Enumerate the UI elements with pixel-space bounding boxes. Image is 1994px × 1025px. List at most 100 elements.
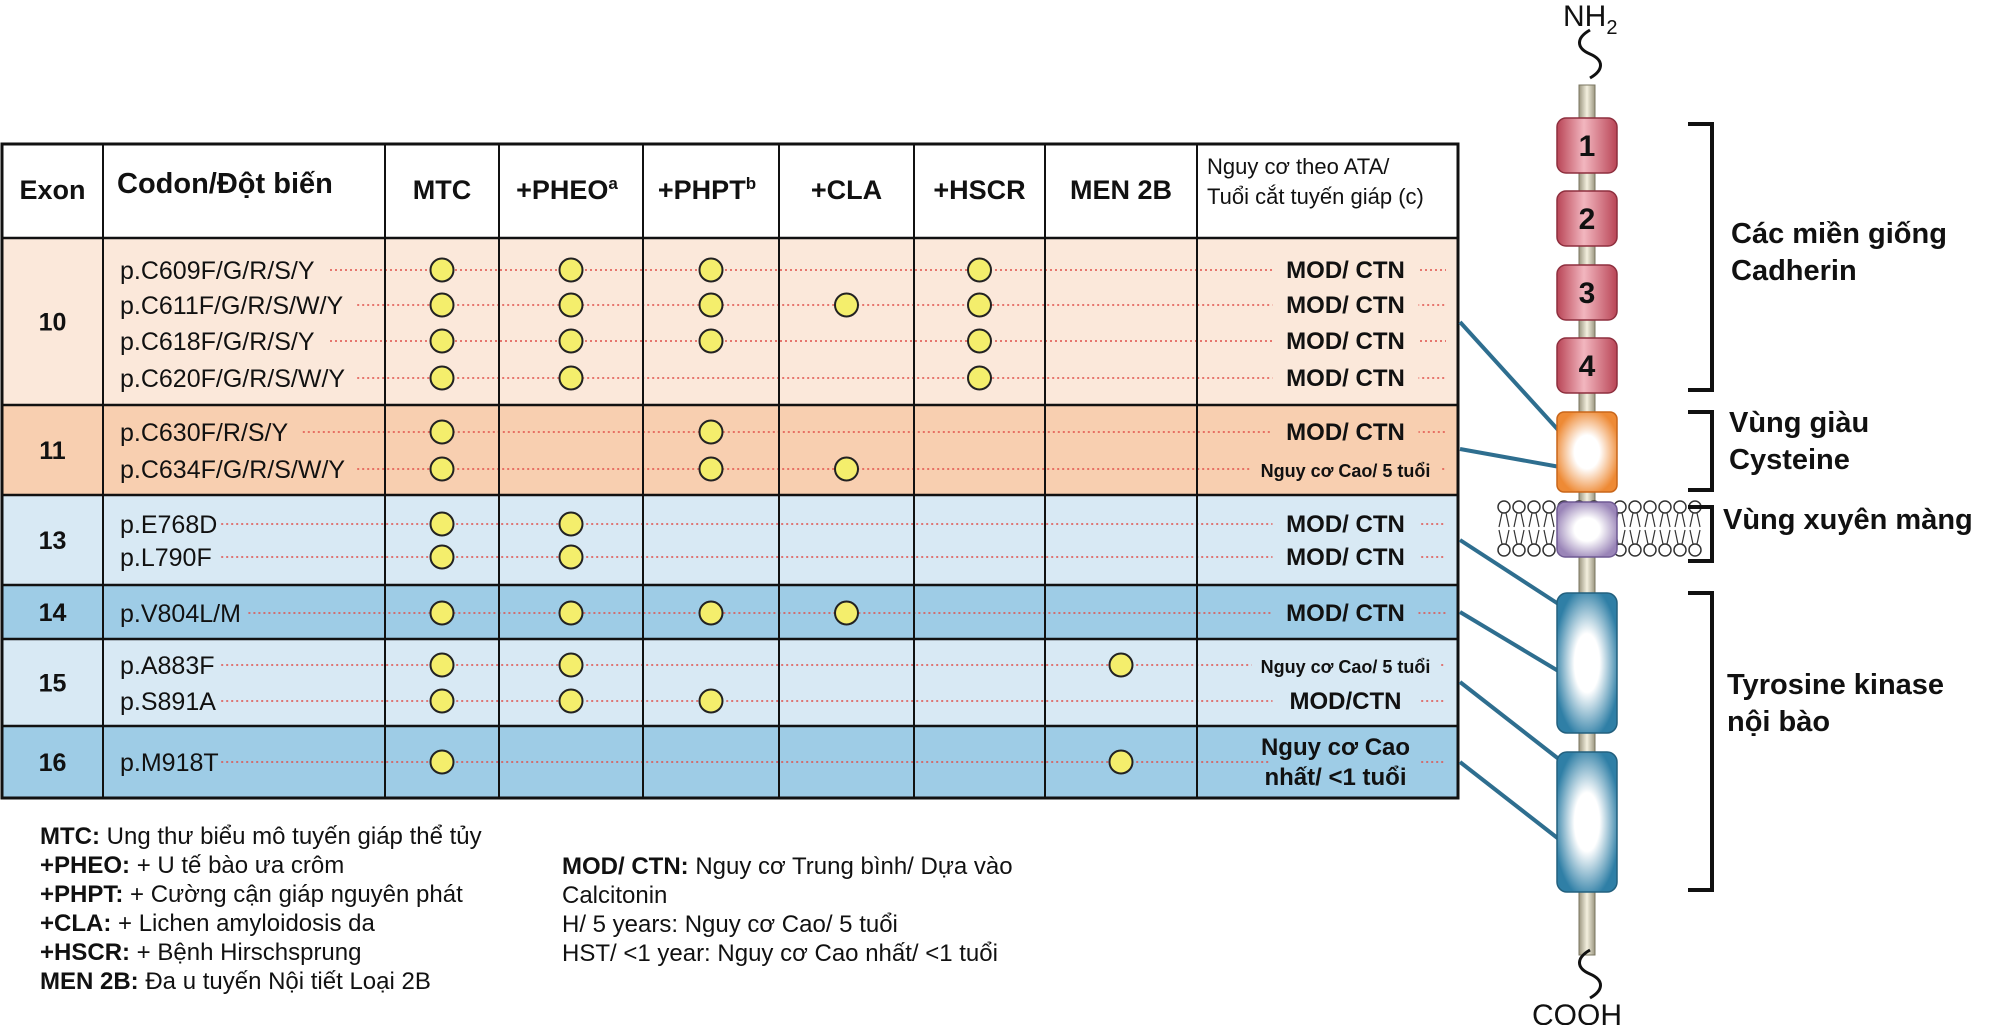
header-cla: +CLA <box>811 175 882 205</box>
domain-connector <box>1459 447 1561 469</box>
risk-label: MOD/CTN <box>1290 688 1402 715</box>
phenotype-dot <box>698 688 724 714</box>
legend-key: +CLA: <box>40 910 112 937</box>
lipid-head <box>1497 543 1511 557</box>
legend-item: +CLA: + Lichen amyloidosis da <box>40 909 482 938</box>
risk-label: Nguy cơ Cao <box>1261 734 1410 761</box>
codon-label: p.V804L/M <box>120 600 241 628</box>
codon-label: p.A883F <box>120 652 215 680</box>
phenotype-dot <box>558 292 584 318</box>
n-term-squiggle <box>1578 28 1602 80</box>
domain-connector <box>1458 680 1562 762</box>
cadherin-domain-1 <box>1556 117 1618 174</box>
cysteine-rich-domain <box>1556 411 1618 493</box>
phenotype-dot <box>429 365 455 391</box>
lipid-tail <box>1513 529 1525 545</box>
cadherin-domain-3 <box>1556 264 1618 321</box>
lipid-head <box>1673 543 1687 557</box>
header-codon: Codon/Đột biến <box>117 168 333 200</box>
lipid-tail <box>1543 529 1555 545</box>
lipid-tail <box>1644 529 1656 545</box>
phenotype-dot <box>558 511 584 537</box>
phenotype-dot <box>834 292 859 318</box>
kinase-region-label: Tyrosine kinase <box>1727 669 1944 701</box>
lipid-tail <box>1674 512 1686 528</box>
phenotype-dot <box>967 292 992 318</box>
phenotype-dot <box>429 419 455 445</box>
lipid-head <box>1512 500 1526 514</box>
exon-label-15: 15 <box>39 670 67 698</box>
legend-text: + Lichen amyloidosis da <box>111 910 375 937</box>
codon-label: p.C620F/G/R/S/W/Y <box>120 365 345 393</box>
legend-key: MEN 2B: <box>40 968 139 995</box>
lipid-tail <box>1513 512 1525 528</box>
lipid-tail <box>1629 529 1641 545</box>
cadherin-domain-4 <box>1556 337 1618 394</box>
codon-label: p.C634F/G/R/S/W/Y <box>120 456 345 484</box>
lipid-head <box>1673 500 1687 514</box>
legend-text: + Bệnh Hirschsprung <box>130 939 362 966</box>
domain-connector <box>1458 320 1562 434</box>
risk-bg <box>1272 327 1419 355</box>
legend-key: +HSCR: <box>40 939 131 966</box>
phenotype-dot <box>429 456 455 482</box>
risk-label: MOD/ CTN <box>1286 419 1405 446</box>
legend-key: MTC: <box>40 823 100 850</box>
lipid-head <box>1628 543 1642 557</box>
risk-bg <box>1272 543 1419 571</box>
phenotype-dot <box>698 257 724 283</box>
c-terminus-label: COOH <box>1532 999 1622 1025</box>
lipid-tail <box>1659 529 1671 545</box>
codon-label: p.L790F <box>120 544 212 572</box>
abbreviation-legend: MTC: Ung thư biểu mô tuyến giáp thể tủy+… <box>40 822 482 996</box>
phenotype-dot <box>429 292 455 318</box>
lipid-head <box>1658 543 1672 557</box>
exon-group-bg-10 <box>2 238 1458 405</box>
phenotype-dot <box>698 419 724 445</box>
phenotype-dot <box>698 600 724 626</box>
kinase-region-label: nội bào <box>1727 706 1830 738</box>
legend-item: +HSCR: + Bệnh Hirschsprung <box>40 938 482 967</box>
risk-bg <box>1272 418 1419 446</box>
lipid-head <box>1512 543 1526 557</box>
header-hscr: +HSCR <box>933 175 1025 205</box>
kinase-bracket <box>1688 591 1714 892</box>
risk-label: Nguy cơ Cao/ 5 tuổi <box>1261 657 1431 677</box>
lipid-tail <box>1689 512 1701 528</box>
lipid-head <box>1658 500 1672 514</box>
phenotype-dot <box>1108 749 1134 775</box>
risk-label: MOD/ CTN <box>1286 292 1405 319</box>
phenotype-dot <box>429 749 455 775</box>
risk-legend-line-1: MOD/ CTN: Nguy cơ Trung bình/ Dựa vào Ca… <box>562 853 1013 909</box>
codon-label: p.C611F/G/R/S/W/Y <box>120 292 344 320</box>
legend-text: + Cường cận giáp nguyên phát <box>123 881 463 908</box>
codon-label: p.C618F/G/R/S/Y <box>120 328 315 356</box>
risk-label: MOD/ CTN <box>1286 257 1405 284</box>
lipid-tail <box>1689 529 1701 545</box>
cadherin-number-3: 3 <box>1579 277 1596 310</box>
phenotype-dot <box>558 544 584 570</box>
phenotype-dot <box>429 688 455 714</box>
header-mtc: MTC <box>413 175 471 205</box>
phenotype-dot <box>429 652 455 678</box>
phenotype-dot <box>558 257 584 283</box>
legend-text: Ung thư biểu mô tuyến giáp thể tủy <box>99 823 482 850</box>
phenotype-dot <box>558 688 584 714</box>
legend-item: MEN 2B: Đa u tuyến Nội tiết Loại 2B <box>40 967 482 996</box>
table-border <box>0 142 1460 800</box>
lipid-head <box>1628 500 1642 514</box>
domain-connectors <box>1458 320 1562 842</box>
phenotype-dot <box>558 652 584 678</box>
risk-label: nhất/ <1 tuổi <box>1264 764 1406 791</box>
phenotype-dot <box>967 365 992 391</box>
risk-label: MOD/ CTN <box>1286 365 1405 392</box>
lipid-head <box>1643 543 1657 557</box>
lipid-head <box>1527 543 1541 557</box>
phenotype-dot <box>1108 652 1134 678</box>
legend-item: +PHPT: + Cường cận giáp nguyên phát <box>40 880 482 909</box>
cadherin-domain-2 <box>1556 190 1618 247</box>
domain-connector <box>1458 610 1562 674</box>
cadherin-region-label: Các miền giống <box>1731 218 1947 250</box>
legend-item: +PHEO: + U tế bào ưa crôm <box>40 851 482 880</box>
